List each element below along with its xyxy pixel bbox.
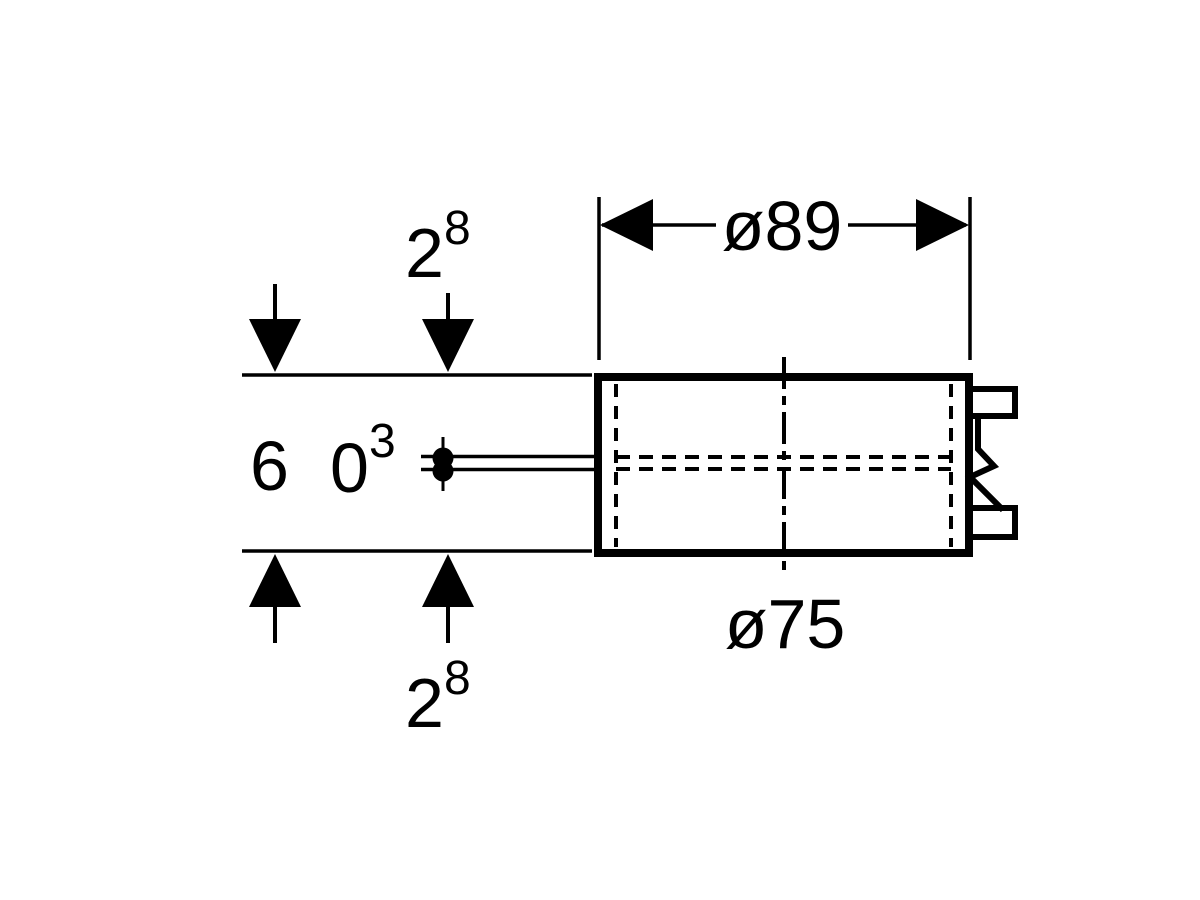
dimension-arrow-left-icon [600, 199, 653, 251]
dimension-arrow-right-icon [916, 199, 969, 251]
side-gap-tol-superscript: 3 [369, 415, 396, 468]
bottom-right-arrow [422, 554, 474, 643]
fastener-symbol [421, 437, 596, 491]
bottom-offset-dimension-label: 28 [405, 652, 471, 742]
top-offset-base: 2 [405, 214, 444, 292]
top-right-arrow-head-icon [422, 319, 474, 372]
top-offset-superscript: 8 [444, 202, 471, 255]
bottom-left-arrow [249, 554, 301, 643]
bottom-offset-base: 2 [405, 664, 444, 742]
fastener-head-dot-lower-icon [432, 460, 454, 482]
connector-bottom-tab [969, 505, 1018, 540]
top-offset-dimension-label: 28 [405, 202, 471, 292]
bottom-offset-superscript: 8 [444, 652, 471, 705]
bottom-right-arrow-head-icon [422, 554, 474, 607]
connector-clip-zigzag [964, 416, 1006, 513]
snap-connector-profile [964, 386, 1018, 540]
top-left-arrow-head-icon [249, 319, 301, 372]
side-gap-dimension-label: 6 [250, 427, 289, 505]
side-gap-tolerance-label: 03 [330, 415, 396, 507]
bottom-left-arrow-head-icon [249, 554, 301, 607]
outer-diameter-label: ø89 [722, 187, 843, 265]
side-gap-tol-base: 0 [330, 429, 369, 507]
top-left-arrow [249, 284, 301, 372]
body-diameter-label: ø75 [725, 585, 846, 663]
outer-diameter-dimension: ø89 [597, 187, 972, 360]
connector-top-tab [969, 386, 1018, 419]
top-right-arrow [422, 293, 474, 372]
